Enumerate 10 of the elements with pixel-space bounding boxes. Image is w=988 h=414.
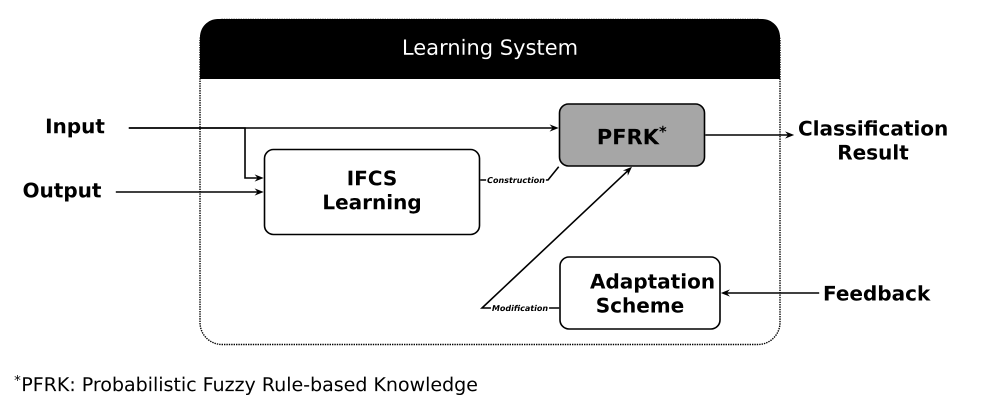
edge-label: Construction: [486, 176, 546, 184]
process-box: Adaptation Scheme: [559, 256, 721, 330]
edge-label: Modification: [490, 304, 550, 312]
text-label: Feedback: [824, 285, 931, 301]
footnote: $^{*}$PFRK: Probabilistic Fuzzy Rule-based Knowledge: [14, 374, 477, 396]
process-box: IFCS Learning: [264, 148, 480, 236]
text-label: Output: [24, 182, 101, 202]
text-label: Input: [46, 118, 104, 138]
knowledge-box: PFRK$^{*}$: [558, 103, 706, 167]
text-label: Classification Result: [799, 120, 947, 160]
